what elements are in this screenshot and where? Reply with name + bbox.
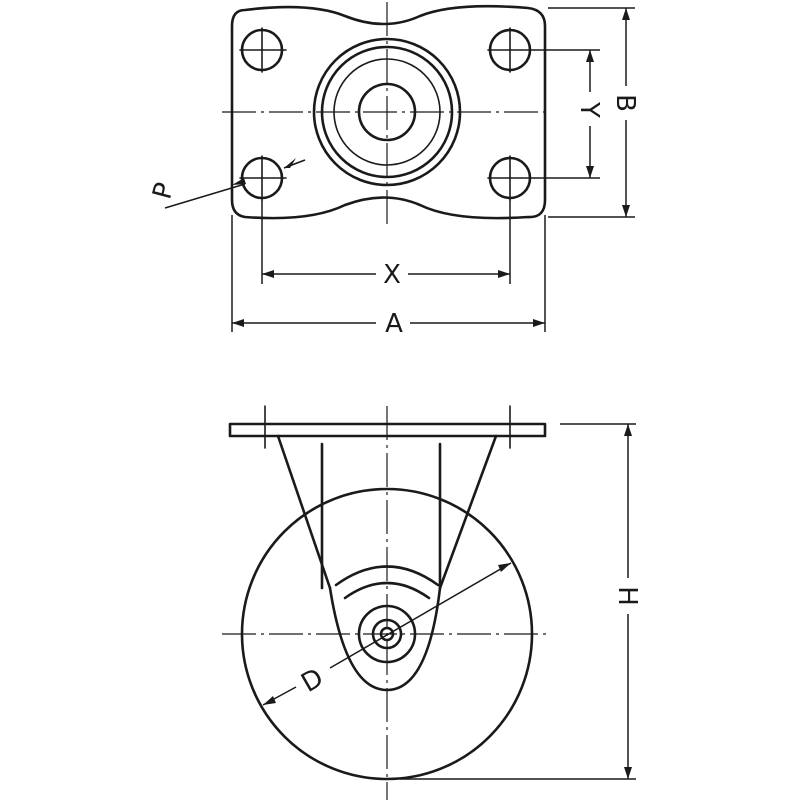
bolt-holes [240,28,532,200]
dimension-Y: Y [534,49,604,179]
fork-arc-lower [343,581,431,600]
label-H: H [612,586,642,606]
label-B: B [610,94,640,112]
top-view: P X A Y [147,2,640,339]
top-view-center-lines [222,2,550,228]
side-view: D H [222,405,642,800]
dimension-B: B [548,7,640,218]
label-D: D [296,663,328,699]
label-Y: Y [574,101,604,118]
dimension-X: X [261,200,511,290]
label-A: A [385,309,403,339]
fork-inner-plates [320,442,442,590]
label-P: P [147,179,180,202]
dimension-H: H [400,423,642,780]
dimension-A: A [231,215,546,339]
label-X: X [383,260,401,290]
mounting-plate-outline [230,4,547,220]
mounting-plate-side [228,422,547,438]
dimension-P: P [147,158,306,209]
side-view-center-lines [222,405,550,800]
